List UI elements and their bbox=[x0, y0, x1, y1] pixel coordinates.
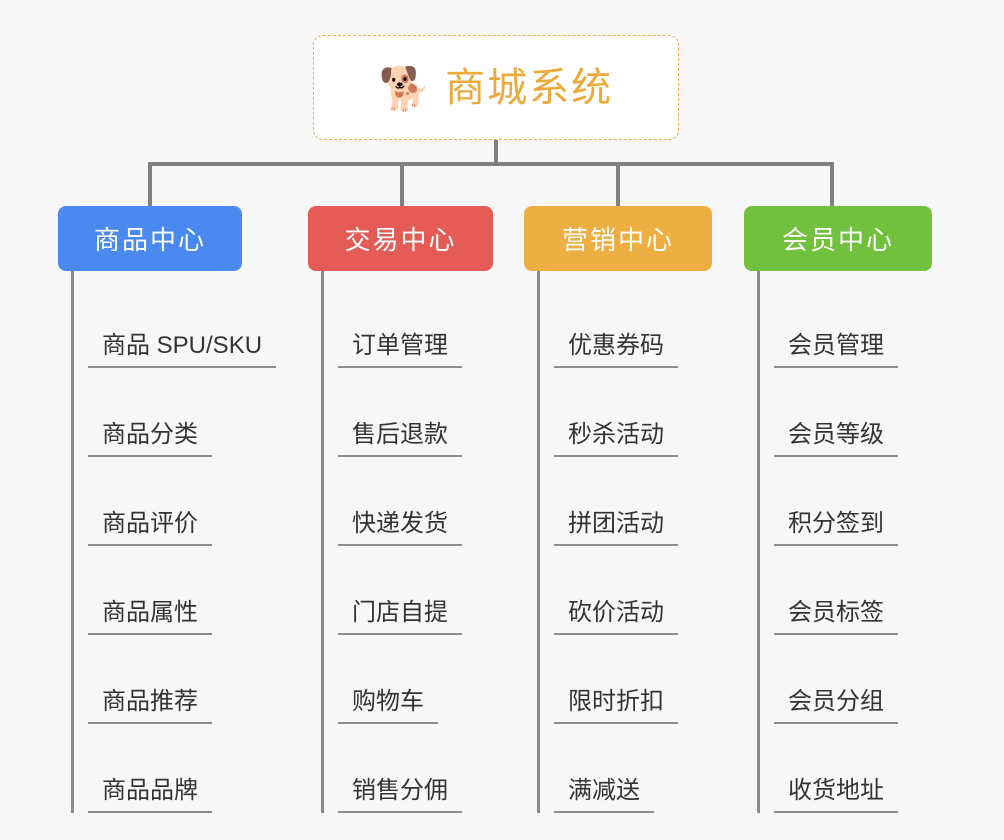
branch-header-2[interactable]: 交易中心 bbox=[308, 206, 493, 271]
leaf-label: 优惠券码 bbox=[554, 332, 678, 368]
list-item[interactable]: 购物车 bbox=[338, 635, 558, 724]
leaf-label: 门店自提 bbox=[338, 599, 462, 635]
connector-drop-商品中心 bbox=[148, 162, 152, 208]
root-title: 商城系统 bbox=[445, 65, 614, 110]
list-item[interactable]: 门店自提 bbox=[338, 546, 558, 635]
leaf-label: 订单管理 bbox=[338, 332, 462, 368]
list-item[interactable]: 销售分佣 bbox=[338, 724, 558, 813]
list-item[interactable]: 快递发货 bbox=[338, 457, 558, 546]
leaf-label: 砍价活动 bbox=[554, 599, 678, 635]
list-item[interactable]: 订单管理 bbox=[338, 279, 558, 368]
list-item[interactable]: 商品品牌 bbox=[88, 724, 348, 813]
leaf-label: 快递发货 bbox=[338, 510, 462, 546]
list-item[interactable]: 会员管理 bbox=[774, 279, 994, 368]
list-item[interactable]: 商品评价 bbox=[88, 457, 348, 546]
branch-header-1[interactable]: 商品中心 bbox=[58, 206, 242, 271]
leaf-label: 商品评价 bbox=[88, 510, 212, 546]
list-item[interactable]: 售后退款 bbox=[338, 368, 558, 457]
list-item[interactable]: 收货地址 bbox=[774, 724, 994, 813]
leaf-label: 拼团活动 bbox=[554, 510, 678, 546]
connector-drop-营销中心 bbox=[616, 162, 620, 208]
list-item[interactable]: 砍价活动 bbox=[554, 546, 774, 635]
leaf-label: 销售分佣 bbox=[338, 777, 462, 813]
leaf-label: 商品分类 bbox=[88, 421, 212, 457]
shiba-dog-face-icon: 🐕 bbox=[378, 64, 432, 112]
leaf-label: 商品 SPU/SKU bbox=[88, 332, 277, 368]
list-item[interactable]: 商品属性 bbox=[88, 546, 348, 635]
list-item[interactable]: 积分签到 bbox=[774, 457, 994, 546]
root-node[interactable]: 🐕 商城系统 bbox=[313, 35, 679, 140]
connector-horizontal-bus bbox=[148, 162, 834, 166]
leaf-label: 会员等级 bbox=[774, 421, 898, 457]
branch-header-4[interactable]: 会员中心 bbox=[744, 206, 932, 271]
list-item[interactable]: 优惠券码 bbox=[554, 279, 774, 368]
leaf-label: 会员管理 bbox=[774, 332, 898, 368]
branch-column-2: 交易中心 订单管理 售后退款 快递发货 门店自提 购物车 销售分佣 bbox=[308, 206, 558, 813]
list-item[interactable]: 会员标签 bbox=[774, 546, 994, 635]
leaf-label: 售后退款 bbox=[338, 421, 462, 457]
leaf-label: 商品品牌 bbox=[88, 777, 212, 813]
leaf-label: 收货地址 bbox=[774, 777, 898, 813]
leaf-list-1: 商品 SPU/SKU 商品分类 商品评价 商品属性 商品推荐 商品品牌 bbox=[71, 271, 348, 813]
list-item[interactable]: 限时折扣 bbox=[554, 635, 774, 724]
branch-column-1: 商品中心 商品 SPU/SKU 商品分类 商品评价 商品属性 商品推荐 商品品牌 bbox=[58, 206, 348, 813]
leaf-label: 满减送 bbox=[554, 777, 654, 813]
leaf-label: 商品属性 bbox=[88, 599, 212, 635]
leaf-label: 会员分组 bbox=[774, 688, 898, 724]
list-item[interactable]: 拼团活动 bbox=[554, 457, 774, 546]
branch-column-3: 营销中心 优惠券码 秒杀活动 拼团活动 砍价活动 限时折扣 满减送 bbox=[524, 206, 774, 813]
list-item[interactable]: 商品推荐 bbox=[88, 635, 348, 724]
list-item[interactable]: 满减送 bbox=[554, 724, 774, 813]
connector-drop-会员中心 bbox=[830, 162, 834, 208]
leaf-label: 限时折扣 bbox=[554, 688, 678, 724]
list-item[interactable]: 商品 SPU/SKU bbox=[88, 279, 348, 368]
list-item[interactable]: 会员分组 bbox=[774, 635, 994, 724]
list-item[interactable]: 秒杀活动 bbox=[554, 368, 774, 457]
leaf-list-2: 订单管理 售后退款 快递发货 门店自提 购物车 销售分佣 bbox=[321, 271, 558, 813]
leaf-label: 秒杀活动 bbox=[554, 421, 678, 457]
connector-root-stem bbox=[494, 140, 498, 164]
leaf-list-3: 优惠券码 秒杀活动 拼团活动 砍价活动 限时折扣 满减送 bbox=[537, 271, 774, 813]
leaf-list-4: 会员管理 会员等级 积分签到 会员标签 会员分组 收货地址 bbox=[757, 271, 994, 813]
leaf-label: 会员标签 bbox=[774, 599, 898, 635]
list-item[interactable]: 会员等级 bbox=[774, 368, 994, 457]
connector-drop-交易中心 bbox=[400, 162, 404, 208]
list-item[interactable]: 商品分类 bbox=[88, 368, 348, 457]
branch-column-4: 会员中心 会员管理 会员等级 积分签到 会员标签 会员分组 收货地址 bbox=[744, 206, 994, 813]
branch-header-3[interactable]: 营销中心 bbox=[524, 206, 712, 271]
leaf-label: 商品推荐 bbox=[88, 688, 212, 724]
leaf-label: 积分签到 bbox=[774, 510, 898, 546]
leaf-label: 购物车 bbox=[338, 688, 438, 724]
